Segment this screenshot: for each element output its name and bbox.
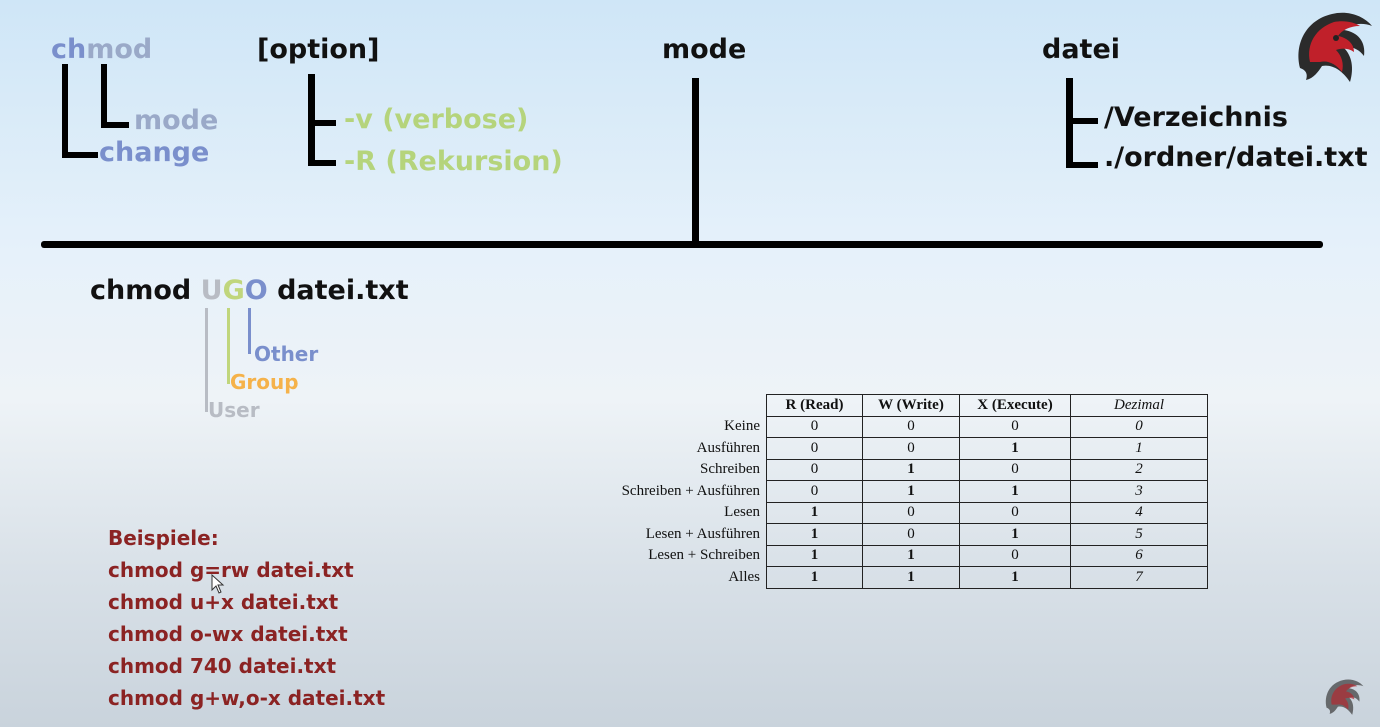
cell-d: 5: [1070, 523, 1208, 546]
row-label: Lesen: [724, 504, 760, 521]
example-line: chmod g=rw datei.txt: [108, 558, 354, 582]
ugo-line-other: [248, 308, 251, 354]
cell-w: 1: [862, 544, 960, 567]
table-row: Schreiben + Ausführen 0 1 1 3: [592, 480, 1208, 503]
cell-r: 0: [766, 458, 863, 481]
row-label: Lesen + Ausführen: [645, 525, 760, 542]
cell-x: 1: [959, 480, 1071, 503]
table-row: Keine 0 0 0 0: [592, 415, 1208, 438]
mode-vertical-line: [692, 78, 699, 244]
chmod-mod: mod: [86, 34, 153, 65]
chmod-change-label: change: [99, 137, 210, 168]
option-verbose: -v (verbose): [344, 104, 529, 135]
chmod-title: chmod: [51, 34, 152, 65]
examples-title: Beispiele:: [108, 526, 219, 550]
ugo-group-label: Group: [230, 370, 299, 394]
cell-x: 0: [959, 544, 1071, 567]
cell-r: 0: [766, 480, 863, 503]
cell-x: 1: [959, 437, 1071, 460]
example-line: chmod u+x datei.txt: [108, 590, 339, 614]
cell-r: 0: [766, 437, 863, 460]
chmod-bracket-outer-h: [62, 152, 98, 158]
cell-w: 1: [862, 566, 960, 589]
table-header-row: R (Read) W (Write) X (Execute) Dezimal: [592, 394, 1208, 417]
cell-r: 1: [766, 523, 863, 546]
cell-d: 0: [1070, 415, 1208, 438]
datei-bracket-h2: [1066, 162, 1098, 168]
cell-x: 0: [959, 501, 1071, 524]
cell-x: 1: [959, 523, 1071, 546]
table-header-read: R (Read): [766, 394, 863, 417]
datei-title: datei: [1042, 34, 1121, 65]
cell-w: 0: [862, 437, 960, 460]
datei-bracket-h1: [1066, 118, 1098, 124]
cell-r: 1: [766, 544, 863, 567]
cell-d: 4: [1070, 501, 1208, 524]
row-label: Ausführen: [696, 439, 760, 456]
table-header-execute: X (Execute): [959, 394, 1071, 417]
dragon-logo-icon: [1298, 12, 1372, 82]
cell-w: 1: [862, 458, 960, 481]
row-label: Schreiben + Ausführen: [621, 482, 760, 499]
option-title: [option]: [257, 34, 380, 65]
ugo-other-label: Other: [254, 342, 319, 366]
option-rekursion: -R (Rekursion): [344, 146, 563, 177]
table-header-empty: [592, 395, 767, 417]
example-line: chmod g+w,o-x datei.txt: [108, 686, 386, 710]
chmod-ch: ch: [51, 34, 87, 65]
chmod-mode-label: mode: [134, 105, 219, 136]
ugo-line-user: [205, 308, 208, 412]
ugo-g: G: [222, 275, 245, 306]
ugo-command: chmod UGO datei.txt: [90, 275, 409, 306]
cell-r: 0: [766, 415, 863, 438]
row-label: Keine: [724, 418, 760, 435]
table-row: Lesen + Ausführen 1 0 1 5: [592, 523, 1208, 546]
cell-d: 3: [1070, 480, 1208, 503]
cell-r: 1: [766, 501, 863, 524]
option-bracket-h1: [308, 120, 336, 126]
cell-x: 1: [959, 566, 1071, 589]
cell-r: 1: [766, 566, 863, 589]
datei-file: ./ordner/datei.txt: [1104, 142, 1368, 173]
ugo-u: U: [200, 275, 223, 306]
table-header-dezimal: Dezimal: [1070, 394, 1208, 417]
chmod-bracket-outer-v: [62, 64, 68, 158]
row-label: Schreiben: [700, 461, 760, 478]
ugo-suffix: datei.txt: [267, 275, 409, 306]
horizontal-divider: [41, 241, 1323, 248]
example-line: chmod o-wx datei.txt: [108, 622, 348, 646]
table-row: Lesen + Schreiben 1 1 0 6: [592, 544, 1208, 567]
cell-x: 0: [959, 415, 1071, 438]
ugo-line-group: [227, 308, 230, 384]
cell-w: 0: [862, 415, 960, 438]
table-row: Ausführen 0 0 1 1: [592, 437, 1208, 460]
chmod-bracket-inner-v: [101, 64, 107, 128]
dragon-watermark-icon: [1325, 679, 1364, 715]
example-line: chmod 740 datei.txt: [108, 654, 337, 678]
mouse-cursor-icon: [211, 574, 225, 594]
ugo-user-label: User: [208, 398, 260, 422]
table-row: Alles 1 1 1 7: [592, 566, 1208, 589]
cell-d: 6: [1070, 544, 1208, 567]
table-row: Lesen 1 0 0 4: [592, 501, 1208, 524]
ugo-o: O: [244, 275, 268, 306]
row-label: Lesen + Schreiben: [648, 547, 760, 564]
chmod-bracket-inner-h: [101, 122, 129, 128]
table-row: Schreiben 0 1 0 2: [592, 458, 1208, 481]
datei-verzeichnis: /Verzeichnis: [1104, 102, 1288, 133]
cell-d: 1: [1070, 437, 1208, 460]
permission-table: R (Read) W (Write) X (Execute) Dezimal K…: [592, 394, 1208, 589]
row-label: Alles: [728, 568, 760, 585]
cell-x: 0: [959, 458, 1071, 481]
ugo-prefix: chmod: [90, 275, 201, 306]
cell-w: 0: [862, 523, 960, 546]
option-bracket-h2: [308, 160, 336, 166]
cell-d: 7: [1070, 566, 1208, 589]
cell-d: 2: [1070, 458, 1208, 481]
cell-w: 1: [862, 480, 960, 503]
mode-title: mode: [662, 34, 747, 65]
table-header-write: W (Write): [862, 394, 960, 417]
cell-w: 0: [862, 501, 960, 524]
